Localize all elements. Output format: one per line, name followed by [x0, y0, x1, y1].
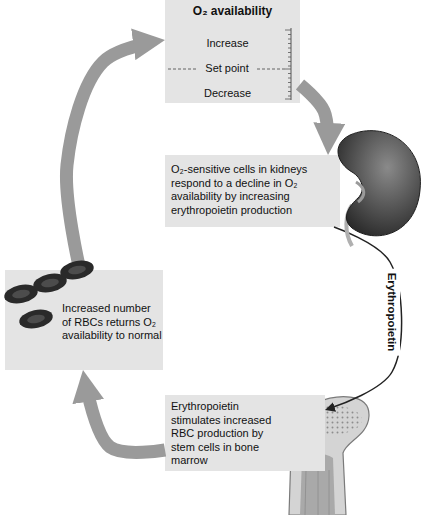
- cell-dimple: [40, 277, 59, 289]
- cell-dimple: [11, 288, 30, 300]
- box-text: O₂-sensitive cells in kidneys respond to…: [171, 163, 329, 217]
- box-text: Increase: [165, 37, 290, 51]
- cell-body: [59, 258, 96, 283]
- renal-hilum: [356, 182, 364, 202]
- cell-body: [18, 307, 55, 332]
- cell-dimple: [67, 264, 86, 276]
- process-box: Erythropoietin stimulates increased RBC …: [165, 395, 325, 471]
- box-text: O₂ availability: [165, 5, 300, 19]
- box-text: Erythropoietin stimulates increased RBC …: [171, 400, 289, 468]
- box-text: Decrease: [165, 87, 290, 101]
- hormone-arrow: [325, 227, 402, 410]
- red-blood-cell: [59, 258, 96, 283]
- edge-label: Erythropoietin: [384, 269, 400, 356]
- cycle-arrow: [300, 84, 328, 155]
- box-text: Set point: [202, 62, 251, 76]
- scale-ticks: [285, 30, 291, 99]
- cell-dimple: [26, 313, 45, 325]
- red-blood-cell: [18, 307, 55, 332]
- kidney: [338, 131, 420, 236]
- cycle-arrow: [66, 40, 165, 270]
- box-text: Increased number of RBCs returns O₂ avai…: [62, 302, 162, 343]
- process-box: O₂-sensitive cells in kidneys respond to…: [165, 155, 340, 227]
- marrow-texture: [305, 466, 329, 515]
- set-point-line: [168, 69, 285, 70]
- cycle-arrow: [83, 370, 165, 452]
- process-box: O₂ availabilityIncreaseSet pointDecrease: [165, 0, 300, 103]
